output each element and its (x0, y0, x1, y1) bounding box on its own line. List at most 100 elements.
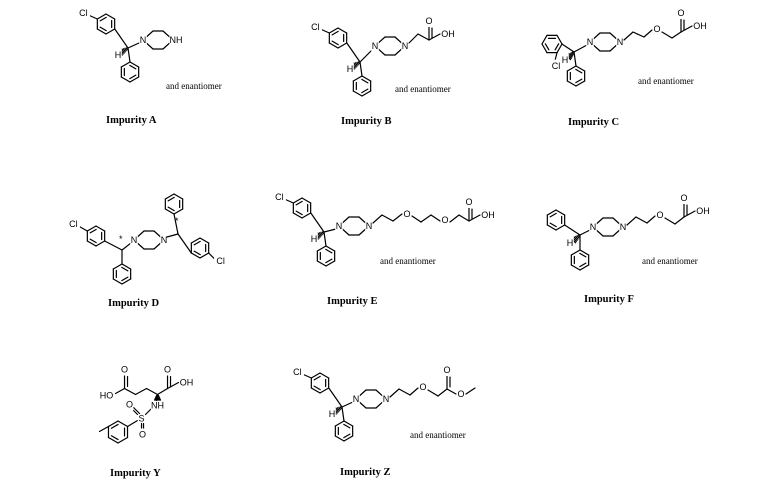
chain-bond (635, 216, 648, 224)
aromatic-bond (86, 240, 97, 247)
atom-oh: OH (693, 21, 707, 31)
aromatic-bond (164, 208, 175, 215)
chain-bond (417, 33, 430, 41)
enantiomer-note-a: and enantiomer (166, 81, 222, 91)
double-bond-line (549, 222, 557, 228)
atom-o-ether: O (441, 215, 448, 225)
caption-impurity-y: Impurity Y (110, 468, 161, 479)
atom-label-background (290, 366, 304, 378)
atom-o-sulfonyl: O (139, 430, 146, 440)
atom-label-background (403, 208, 411, 220)
atom-n: N (402, 41, 409, 51)
aromatic-bond (107, 420, 119, 428)
double-bond-line (544, 43, 550, 51)
atom-label-background (137, 412, 146, 425)
aryl-bond (114, 28, 129, 49)
atom-label-background (441, 28, 455, 40)
atom-label-background (310, 233, 318, 245)
stereo-hash (571, 51, 575, 55)
stereo-hash (357, 61, 360, 65)
aromatic-bond (319, 387, 330, 394)
s-n-bond (144, 407, 153, 416)
atom-oh: OH (180, 378, 194, 388)
methyl-bond (98, 425, 110, 433)
stereo-hash (320, 231, 323, 236)
atom-label-background (365, 220, 373, 232)
aromatic-bond (301, 197, 312, 204)
atom-label-background (693, 20, 707, 32)
chain-bond (661, 31, 673, 39)
double-bond-line (99, 26, 107, 32)
stereo-hash (356, 61, 359, 66)
caption-impurity-d: Impurity D (108, 298, 159, 309)
atom-h: H (311, 234, 318, 244)
atom-n: N (587, 37, 594, 47)
atom-h: H (115, 50, 122, 60)
atom-label-background (150, 399, 165, 412)
chain-bond (145, 387, 159, 396)
atom-o-carbonyl: O (164, 365, 171, 375)
atom-o-ether: O (403, 209, 410, 219)
chain-bond (646, 215, 656, 224)
double-bond-line (295, 210, 303, 216)
enantiomer-note-f: and enantiomer (642, 256, 698, 266)
aromatic-bond (546, 224, 557, 231)
stereo-star: * (175, 216, 179, 226)
chain-bond (449, 214, 460, 223)
double-bond-line (89, 238, 97, 244)
chloro-bond (554, 52, 558, 62)
ester-bond (446, 388, 457, 395)
aromatic-bond (555, 209, 566, 216)
aromatic-bond (117, 420, 129, 428)
atom-label-background (346, 63, 354, 75)
double-bond-line (331, 30, 339, 36)
n-methine-bond (121, 242, 132, 251)
aromatic-bond (555, 224, 566, 231)
aromatic-bond (190, 237, 201, 244)
atom-o-carbonyl: O (425, 16, 432, 26)
stereo-hash (576, 235, 580, 239)
atom-n: N (131, 235, 138, 245)
aromatic-bond (121, 263, 132, 270)
atom-s: S (139, 414, 145, 424)
aryl-bond (310, 212, 325, 233)
aromatic-bond (105, 13, 116, 20)
aromatic-bond (352, 90, 363, 97)
atom-label-background (561, 54, 569, 66)
double-bond-line (313, 385, 321, 391)
atom-label-background (352, 393, 360, 405)
chain-bond (643, 29, 653, 38)
aromatic-bond (107, 436, 119, 444)
atom-label-background (481, 209, 495, 221)
atom-label-background (443, 364, 451, 376)
double-bond-line (575, 78, 583, 84)
aromatic-bond (190, 252, 201, 259)
aromatic-bond (337, 27, 348, 34)
double-bond-line (325, 248, 333, 254)
stereo-hash (354, 62, 358, 67)
stereo-hash (335, 407, 339, 413)
aromatic-bond (105, 28, 116, 35)
n-methine-bond (166, 233, 179, 238)
aromatic-bond (343, 435, 354, 442)
double-bond-line (343, 433, 351, 439)
chain-bond (458, 214, 470, 222)
phenyl-bond (573, 51, 577, 67)
atom-label-background (179, 376, 194, 389)
aromatic-bond (316, 245, 327, 252)
stereo-hash (122, 48, 126, 53)
stereo-hash (336, 407, 340, 412)
methyl-bond (465, 387, 476, 395)
aromatic-bond (121, 278, 132, 285)
atom-label-background (586, 36, 594, 48)
hydroxyl-bond (683, 210, 696, 218)
atom-n: N (140, 35, 147, 45)
stereo-hash (121, 48, 125, 54)
aromatic-bond (334, 435, 345, 442)
enantiomer-note-c: and enantiomer (638, 76, 694, 86)
aromatic-bond (361, 90, 372, 97)
aromatic-bond (352, 75, 363, 82)
